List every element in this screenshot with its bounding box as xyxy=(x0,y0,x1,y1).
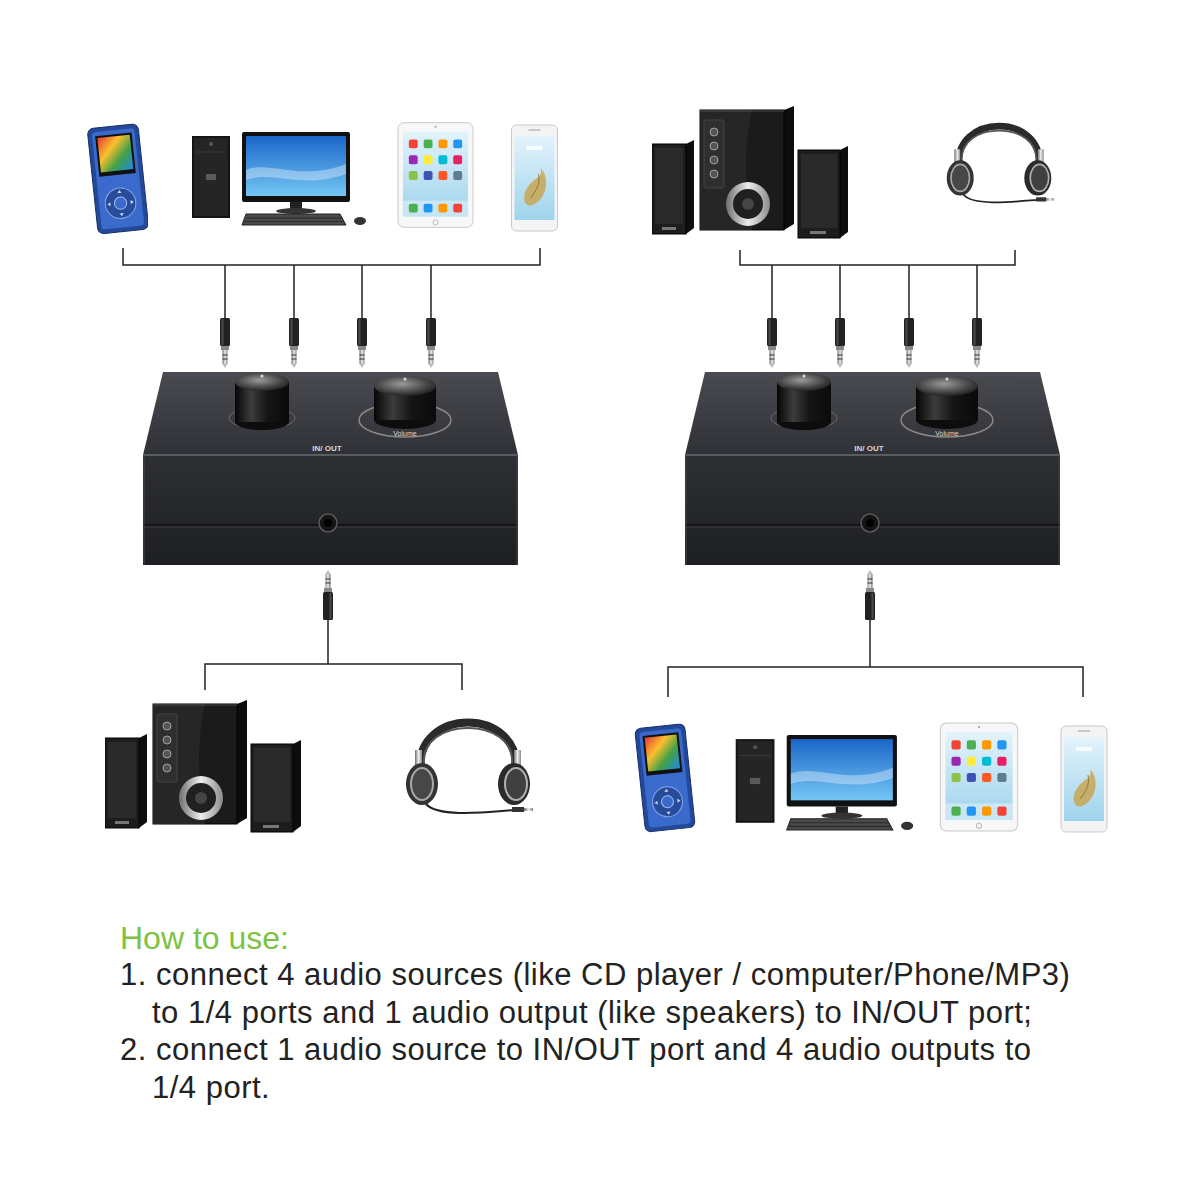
knob-label: Volume xyxy=(393,430,416,437)
phone-icon xyxy=(512,125,558,231)
output-wires xyxy=(205,620,462,690)
speaker-set-icon xyxy=(652,106,848,238)
source-wires xyxy=(123,248,540,318)
audio-plugs-part xyxy=(904,318,914,368)
computer-icon xyxy=(736,735,914,830)
audio-switch-box: IN/ OUT Volume xyxy=(685,370,1060,565)
output-wires-part xyxy=(772,265,977,318)
switch-box-body xyxy=(143,370,518,565)
audio-switch-box: IN/ OUT Volume xyxy=(143,370,518,565)
port-label: IN/ OUT xyxy=(854,445,883,453)
output-wires-part xyxy=(327,620,329,664)
knob-label: Volume xyxy=(935,430,958,437)
audio-plug xyxy=(865,570,875,620)
source-wires-part xyxy=(123,248,540,265)
phone-icon xyxy=(1061,726,1107,832)
switch-box-shape xyxy=(143,372,518,565)
headphones-icon xyxy=(406,723,533,814)
audio-plugs-part xyxy=(835,318,845,368)
instruction-step: 1. connect 4 audio sources (like CD play… xyxy=(120,956,1078,1031)
instruction-step: 2. connect 1 audio source to IN/OUT port… xyxy=(120,1031,1078,1106)
switch-box-body xyxy=(685,370,1060,565)
audio-plugs xyxy=(767,318,982,368)
tablet-icon xyxy=(398,123,473,228)
audio-plugs-part xyxy=(426,318,436,368)
source-wires-part xyxy=(668,667,1083,697)
audio-plugs-part xyxy=(289,318,299,368)
port-label: IN/ OUT xyxy=(312,445,341,453)
audio-plugs-part xyxy=(357,318,367,368)
source-wires-part xyxy=(869,620,871,667)
headphones-icon xyxy=(947,126,1054,202)
switch-box-shape xyxy=(685,372,1060,565)
audio-plugs-part xyxy=(767,318,777,368)
output-wires-part xyxy=(740,250,1015,265)
speaker-set-icon xyxy=(105,700,301,832)
mp3-player-icon xyxy=(635,724,696,833)
source-wires xyxy=(668,620,1083,697)
audio-plugs-part xyxy=(972,318,982,368)
output-wires xyxy=(740,250,1015,318)
output-wires-part xyxy=(205,664,462,690)
audio-plugs-part xyxy=(220,318,230,368)
audio-plugs xyxy=(220,318,436,368)
mp3-player-icon xyxy=(87,124,149,235)
source-wires-part xyxy=(225,265,431,318)
computer-icon xyxy=(192,132,366,225)
audio-plug xyxy=(323,570,333,620)
tablet-icon xyxy=(940,723,1017,831)
heading: How to use: xyxy=(120,918,289,958)
